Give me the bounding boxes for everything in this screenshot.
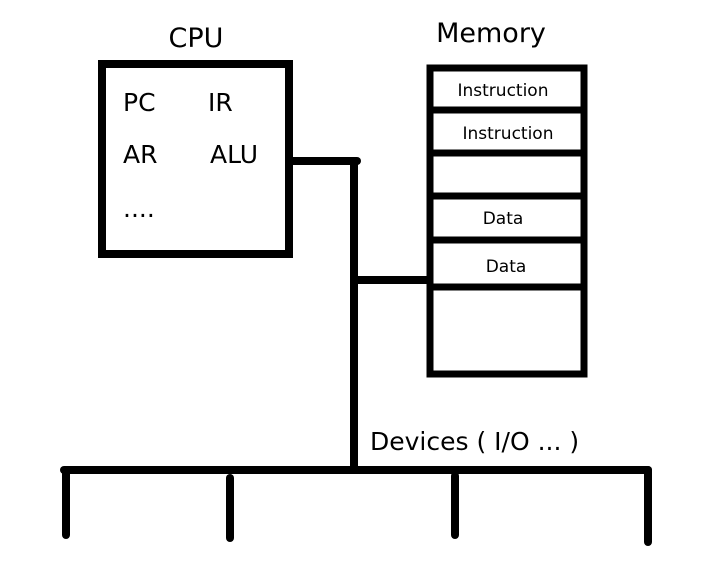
memory-block: Memory Instruction Instruction Data Data (426, 18, 588, 378)
devices-block: Devices ( I/O ... ) (60, 427, 652, 546)
memory-cell-instruction: Instruction (463, 124, 554, 144)
cpu-register-pc: PC (123, 88, 156, 117)
memory-cell-data: Data (483, 209, 524, 229)
cpu-register-alu: ALU (210, 140, 258, 169)
devices-label: Devices ( I/O ... ) (370, 427, 579, 456)
memory-title: Memory (436, 18, 546, 49)
cpu-register-ir: IR (208, 88, 233, 117)
system-bus (285, 157, 432, 472)
cpu-block: CPU PC IR AR ALU .... (98, 23, 293, 258)
memory-cell-data: Data (486, 257, 527, 277)
cpu-register-more: .... (123, 194, 155, 223)
memory-cell-instruction: Instruction (458, 81, 549, 101)
cpu-title: CPU (169, 23, 224, 54)
memory-box (426, 64, 588, 378)
cpu-register-ar: AR (123, 140, 157, 169)
